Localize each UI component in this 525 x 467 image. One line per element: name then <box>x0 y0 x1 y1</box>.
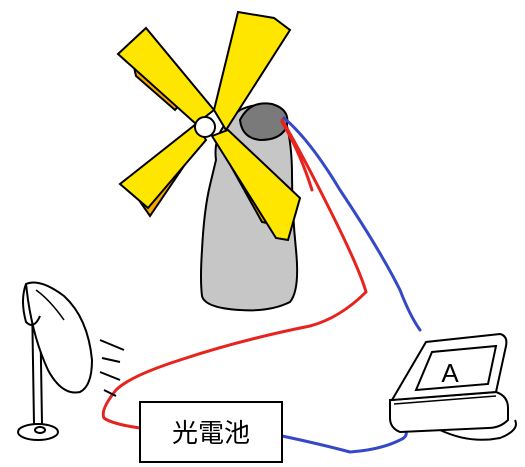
light-ray <box>103 389 117 397</box>
lamp-rim <box>22 283 41 326</box>
wire-blue-upper <box>282 116 422 332</box>
ammeter-symbol: A <box>441 358 459 388</box>
ammeter-cable <box>439 419 517 441</box>
ammeter-ledge <box>393 395 497 405</box>
ammeter-screen <box>414 344 498 392</box>
light-ray <box>99 339 125 351</box>
lamp-icon <box>17 281 125 441</box>
blade-lower-left <box>118 122 208 210</box>
solar-cell-label: 光電池 <box>172 418 250 448</box>
windmill-nacelle <box>238 102 289 142</box>
blade-upper-right <box>212 10 292 132</box>
blade-upper-left <box>116 26 216 126</box>
wire-blue-lower <box>280 426 408 454</box>
solar-cell: 光電池 <box>139 401 283 463</box>
lamp-reflector <box>24 281 94 394</box>
windmill-icon <box>116 10 302 312</box>
lamp-rim-inner <box>35 289 65 321</box>
blade-lower-right <box>210 128 302 242</box>
light-ray <box>99 371 121 381</box>
wire-red <box>101 118 368 430</box>
wire-red-inner <box>280 120 314 192</box>
windmill-hub <box>194 116 216 138</box>
light-ray <box>101 357 121 363</box>
solar-cell-box <box>139 401 283 463</box>
lamp-base-knob <box>34 426 46 434</box>
ammeter-icon: A <box>389 332 517 441</box>
